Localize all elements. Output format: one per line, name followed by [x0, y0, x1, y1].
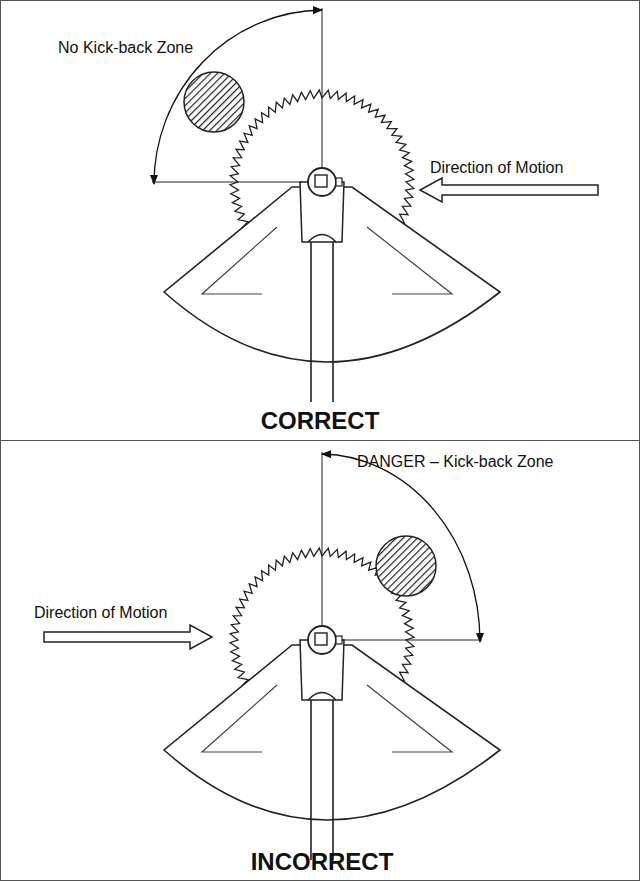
obstacle — [184, 72, 244, 132]
shaft — [311, 700, 333, 860]
panel-frame — [1, 441, 640, 881]
panel-title: CORRECT — [261, 407, 380, 436]
obstacle — [376, 536, 436, 596]
blade-hub — [308, 168, 336, 196]
motion-label: Direction of Motion — [34, 603, 167, 622]
brush-cutter — [164, 452, 500, 860]
zone-label: DANGER – Kick-back Zone — [357, 452, 554, 471]
hub-key — [336, 178, 342, 186]
hub-nut — [315, 633, 327, 645]
panel-title: INCORRECT — [251, 848, 394, 877]
motion-arrow — [420, 178, 598, 202]
zone-label: No Kick-back Zone — [58, 38, 193, 57]
zone-arc — [154, 10, 322, 184]
shaft-collar — [308, 693, 336, 701]
motion-label: Direction of Motion — [430, 158, 563, 177]
shaft — [311, 242, 333, 402]
hub-key — [336, 636, 342, 644]
zone-arc — [322, 454, 480, 642]
panel-frame — [1, 1, 640, 441]
hub-nut — [315, 175, 327, 187]
shaft-collar — [308, 235, 336, 243]
blade-hub — [308, 626, 336, 654]
brush-cutter — [152, 8, 500, 402]
motion-arrow — [44, 625, 212, 649]
